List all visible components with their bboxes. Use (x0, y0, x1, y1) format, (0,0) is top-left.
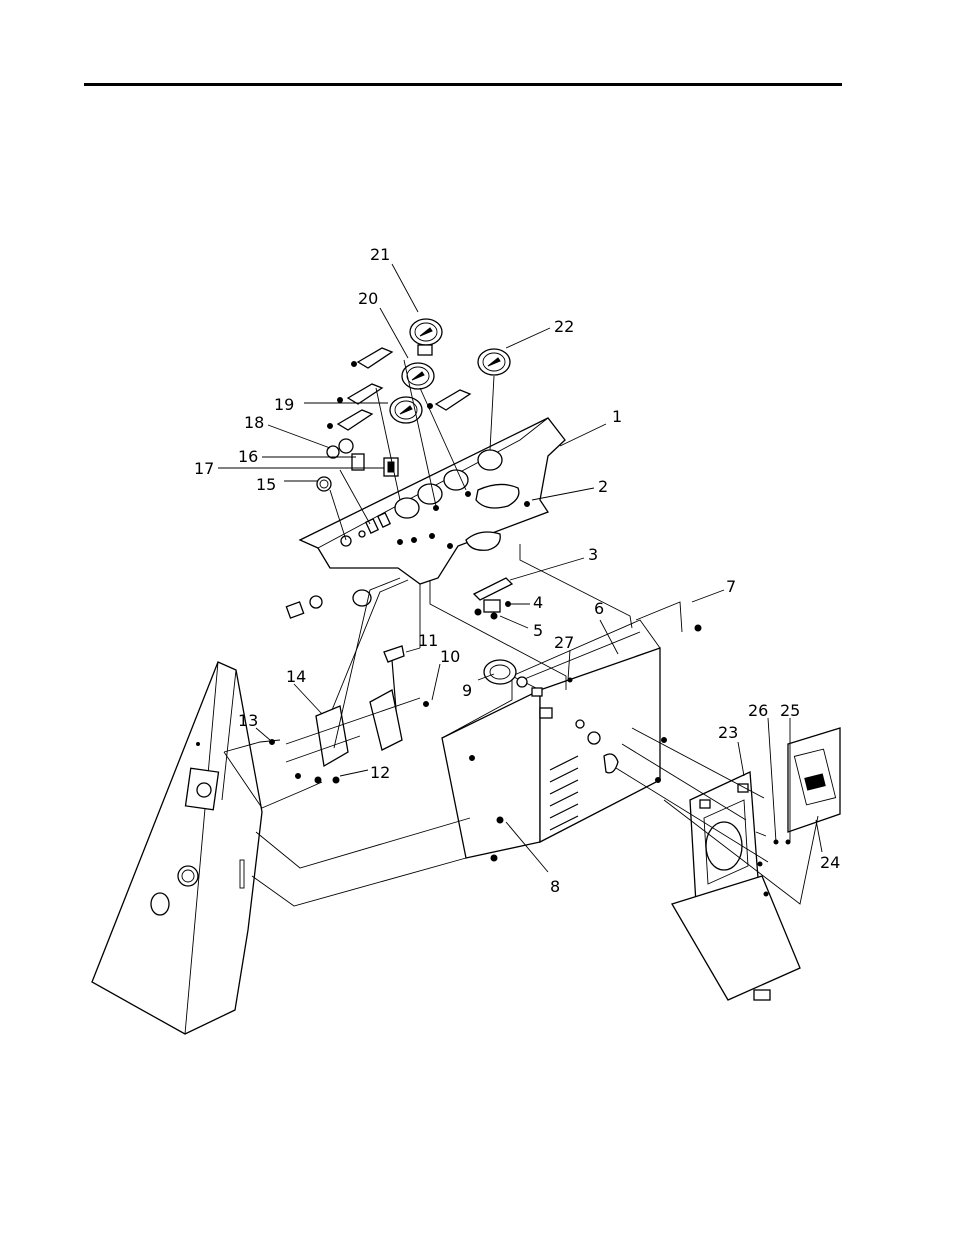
callout-17: 17 (194, 459, 214, 478)
dash-panel (298, 417, 566, 585)
callout-4: 4 (533, 593, 543, 612)
callout-15: 15 (256, 475, 276, 494)
callout-25: 25 (780, 701, 800, 720)
operators-manual (787, 727, 841, 833)
callout-leaders (218, 263, 823, 873)
callout-6: 6 (594, 599, 604, 618)
callout-22: 22 (554, 317, 574, 336)
callout-24: 24 (820, 853, 840, 872)
callout-23: 23 (718, 723, 738, 742)
wire-strip (635, 601, 683, 633)
callout-12: 12 (370, 763, 390, 782)
header-rule (84, 83, 842, 86)
relay-bracket (472, 577, 514, 620)
gauge-clamps (327, 347, 472, 431)
manual-holder (671, 771, 801, 1001)
dash-screws (397, 491, 530, 549)
callout-8: 8 (550, 877, 560, 896)
left-side-panel (91, 661, 263, 1035)
leader-lines (223, 359, 819, 907)
hour-meter (483, 659, 553, 719)
callout-26: 26 (748, 701, 768, 720)
console-vents (549, 755, 579, 831)
callout-7: 7 (726, 577, 736, 596)
callout-16: 16 (238, 447, 258, 466)
switch-group (316, 438, 399, 492)
callout-3: 3 (588, 545, 598, 564)
indicator-lamp (285, 589, 372, 619)
callout-21: 21 (370, 245, 390, 264)
callout-13: 13 (238, 711, 258, 730)
console-body (441, 619, 702, 862)
callout-11: 11 (418, 631, 438, 650)
callout-20: 20 (358, 289, 378, 308)
callout-2: 2 (598, 477, 608, 496)
callout-14: 14 (286, 667, 306, 686)
callout-1: 1 (612, 407, 622, 426)
callout-9: 9 (462, 681, 472, 700)
callout-10: 10 (440, 647, 460, 666)
callout-19: 19 (274, 395, 294, 414)
callout-5: 5 (533, 621, 543, 640)
gauge-group (389, 318, 511, 424)
callout-labels: 1 2 3 4 5 6 7 8 9 10 11 12 13 14 15 16 1… (194, 245, 840, 896)
callout-27: 27 (554, 633, 574, 652)
callout-18: 18 (244, 413, 264, 432)
